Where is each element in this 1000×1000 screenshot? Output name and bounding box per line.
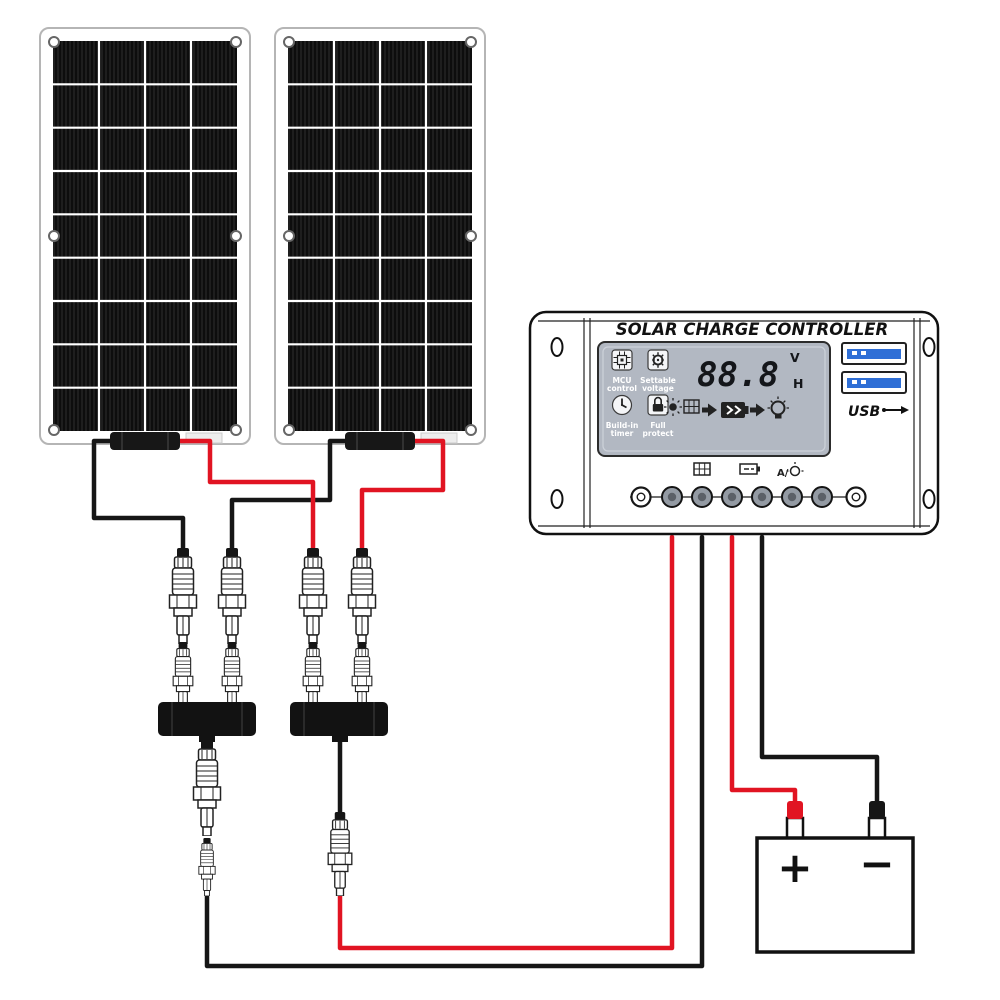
usb-label: USB (848, 404, 880, 420)
feature-voltage-line1: Settable (640, 376, 676, 385)
feature-mcu-line1: MCU (612, 376, 631, 385)
mc4-connector (302, 642, 324, 712)
lcd-value: 88.8 (697, 355, 779, 395)
junction-box-panel2 (345, 432, 415, 450)
solar-panel-2 (273, 26, 487, 446)
wire-battery-negative (759, 534, 880, 811)
solar-panel-1 (38, 26, 252, 446)
controller-mounting-slots (550, 337, 936, 509)
lock-icon (647, 394, 669, 416)
clamp-negative (869, 801, 885, 819)
feature-timer-line2: timer (611, 429, 634, 438)
battery-body (755, 836, 915, 954)
usb-ports: USB (841, 342, 909, 420)
load-symbol-icon: A/ (777, 462, 804, 479)
feature-protect-line1: Full (650, 421, 665, 430)
gear-icon (647, 349, 669, 371)
connector-chain-positive (290, 548, 388, 896)
mc4-connector (168, 548, 198, 644)
mc4-connector (347, 548, 377, 644)
mounting-screw-hole (845, 486, 867, 508)
battery-negative-sign: − (859, 839, 894, 888)
sun-panel-icon (664, 398, 700, 416)
parallel-branch-connector (290, 702, 388, 742)
feature-timer-line1: Build-in (606, 421, 639, 430)
lcd-unit-volts: V (790, 350, 800, 365)
clock-icon (611, 394, 633, 416)
mc4-connector (221, 642, 243, 712)
pv-symbol-icon (693, 462, 711, 476)
arrow-icon (750, 403, 765, 417)
mc4-connector (217, 548, 247, 644)
wire-pv-negative (204, 534, 705, 969)
lcd-display: MCU control Settable voltage Build-in ti… (597, 341, 831, 457)
terminal-screws (661, 486, 833, 508)
feature-protect-line2: protect (643, 429, 674, 438)
battery: + − (755, 801, 915, 954)
arrow-icon (702, 403, 717, 417)
terminal-row (630, 486, 867, 508)
mc4-connector (351, 642, 373, 712)
battery-positive-sign: + (777, 843, 812, 892)
junction-box-panel1 (110, 432, 180, 450)
mc4-connector (327, 812, 353, 896)
mc4-connector (298, 548, 328, 644)
mc4-connector (198, 838, 216, 896)
lcd-unit-hours: H (793, 376, 803, 391)
bulb-icon (767, 396, 789, 419)
controller-title: SOLAR CHARGE CONTROLLER (616, 320, 889, 339)
mc4-connector (172, 642, 194, 712)
charge-controller: SOLAR CHARGE CONTROLLER MCU control Sett… (528, 310, 940, 536)
feature-voltage-line2: voltage (642, 384, 674, 393)
connector-chain-negative (158, 548, 256, 896)
clamp-positive (787, 801, 803, 819)
mcu-icon (611, 349, 633, 371)
load-label: A/ (777, 468, 789, 479)
wire-panel2-negative (229, 438, 348, 559)
wire-panel2-positive (359, 438, 446, 559)
feature-mcu-line2: control (607, 384, 637, 393)
usb-plug-icon (882, 406, 909, 414)
wire-panel1-negative (91, 438, 186, 559)
mc4-connector (192, 740, 222, 836)
wire-panel1-positive (177, 438, 316, 559)
wire-battery-positive (729, 534, 798, 811)
parallel-branch-connector (158, 702, 256, 742)
battery-symbol-icon (739, 463, 760, 475)
mounting-screw-hole (630, 486, 652, 508)
wire-pv-positive (337, 534, 675, 951)
battery-charging-icon (721, 402, 749, 418)
